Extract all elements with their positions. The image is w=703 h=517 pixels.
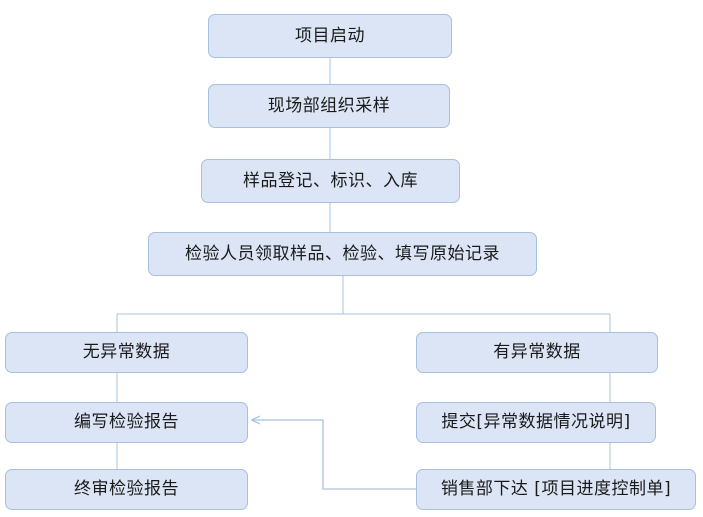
node-label: 检验人员领取样品、检验、填写原始记录 xyxy=(185,243,500,264)
node-submit-abnormal-data-statement[interactable]: 提交[异常数据情况说明] xyxy=(416,402,656,443)
node-label: 有异常数据 xyxy=(493,342,581,363)
node-field-dept-sampling[interactable]: 现场部组织采样 xyxy=(208,84,450,128)
node-label: 编写检验报告 xyxy=(74,412,179,433)
node-label: 提交[异常数据情况说明] xyxy=(441,412,631,433)
node-label: 终审检验报告 xyxy=(74,479,179,500)
node-sales-dept-progress-control-order[interactable]: 销售部下达 [项目进度控制单] xyxy=(416,469,696,510)
node-label: 样品登记、标识、入库 xyxy=(243,170,418,191)
connector-n10-n7-feedback xyxy=(252,420,416,490)
node-no-abnormal-data[interactable]: 无异常数据 xyxy=(5,332,248,373)
node-label: 现场部组织采样 xyxy=(267,95,391,116)
node-project-start[interactable]: 项目启动 xyxy=(208,14,452,58)
node-final-inspection-report[interactable]: 终审检验报告 xyxy=(5,469,248,510)
node-has-abnormal-data[interactable]: 有异常数据 xyxy=(416,332,658,373)
node-label: 销售部下达 [项目进度控制单] xyxy=(440,479,672,500)
node-label: 项目启动 xyxy=(295,25,365,46)
node-write-inspection-report[interactable]: 编写检验报告 xyxy=(5,402,248,443)
node-sample-registration[interactable]: 样品登记、标识、入库 xyxy=(201,159,460,203)
node-inspector-collect-test-record[interactable]: 检验人员领取样品、检验、填写原始记录 xyxy=(148,232,537,276)
node-label: 无异常数据 xyxy=(82,342,171,363)
